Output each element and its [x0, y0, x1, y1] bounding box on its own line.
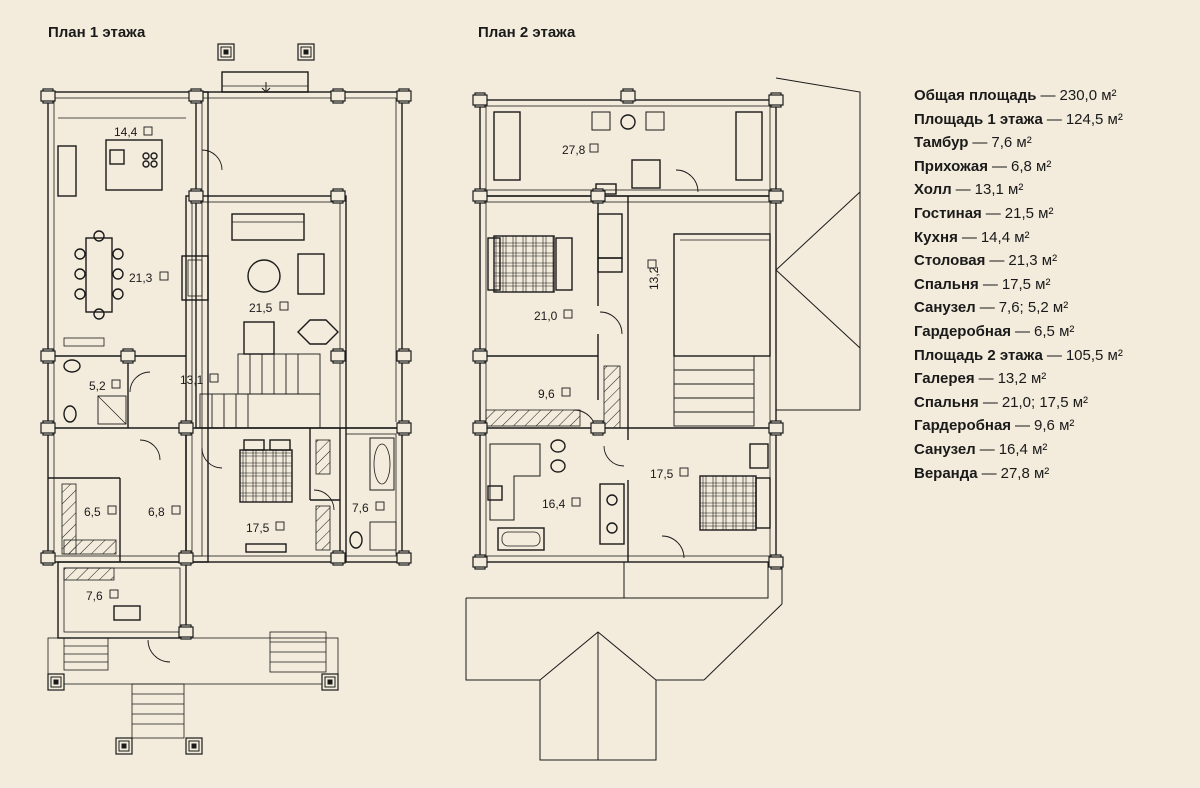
floor1-outer-wall-middle	[185, 195, 347, 563]
spec-item: Гардеробная—9,6 м²	[914, 417, 1075, 435]
floor2-plan	[465, 77, 861, 761]
area-label: 21,0	[534, 309, 558, 323]
spec-item: Спальня—17,5 м²	[914, 275, 1051, 293]
area-label: 6,5	[84, 505, 101, 519]
area-label: 17,5	[650, 467, 674, 481]
floor1-plan	[47, 71, 403, 739]
spec-item: Гостиная—21,5 м²	[914, 204, 1054, 222]
spec-item: Площадь 2 этажа—105,5 м²	[914, 346, 1123, 364]
spec-item: Тамбур—7,6 м²	[914, 134, 1032, 152]
spec-item: Санузел—7,6; 5,2 м²	[914, 299, 1069, 317]
spec-item: Столовая—21,3 м²	[914, 252, 1058, 270]
spec-item: Санузел—16,4 м²	[914, 440, 1048, 458]
spec-item: Площадь 1 этажа—124,5 м²	[914, 110, 1123, 128]
area-label: 21,5	[249, 301, 273, 315]
area-label: 27,8	[562, 143, 586, 157]
area-label: 7,6	[352, 501, 369, 515]
spec-item: Кухня—14,4 м²	[914, 228, 1030, 246]
area-label: 7,6	[86, 589, 103, 603]
area-label: 16,4	[542, 497, 566, 511]
area-specs-list: Общая площадь—230,0 м² Площадь 1 этажа—1…	[914, 84, 1123, 485]
spec-item: Гардеробная—6,5 м²	[914, 322, 1075, 340]
spec-item: Общая площадь—230,0 м²	[914, 87, 1117, 104]
area-label: 13,2	[647, 266, 661, 290]
area-label: 6,8	[148, 505, 165, 519]
floor2-title: План 2 этажа	[478, 24, 576, 41]
spec-item: Прихожая—6,8 м²	[914, 157, 1052, 175]
area-label: 14,4	[114, 125, 138, 139]
floor1-pillars	[47, 43, 339, 755]
floor1-room-labels: 14,4 21,3 21,5 13,1 5,2 6,5 6,8 17,5 7,6…	[84, 125, 385, 603]
area-label: 5,2	[89, 379, 106, 393]
floor1-terrace	[195, 91, 403, 429]
area-label: 17,5	[246, 521, 270, 535]
spec-item: Спальня—21,0; 17,5 м²	[914, 393, 1089, 411]
area-label: 9,6	[538, 387, 555, 401]
floor1-posts	[40, 88, 412, 640]
area-label: 13,1	[180, 373, 204, 387]
spec-item: Галерея—13,2 м²	[914, 370, 1047, 388]
floor1-title: План 1 этажа	[48, 24, 146, 41]
spec-item: Веранда—27,8 м²	[914, 464, 1050, 482]
spec-item: Холл—13,1 м²	[914, 181, 1024, 199]
floor2-room-labels: 27,8 21,0 13,2 9,6 16,4 17,5	[534, 143, 689, 511]
area-label: 21,3	[129, 271, 153, 285]
